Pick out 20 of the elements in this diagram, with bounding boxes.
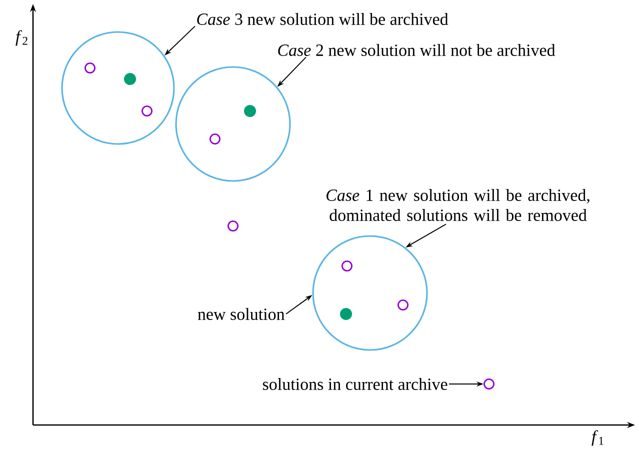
neighborhood-circle: [312, 235, 428, 351]
solution-dot: [484, 378, 494, 390]
solution-dot: [142, 106, 152, 116]
solution-dot: [84, 62, 96, 74]
neighborhood-circle: [175, 66, 291, 182]
solution-dot: [228, 220, 238, 232]
callout-text: new solution: [198, 308, 285, 320]
callout-text: Case 1 new solution will be archived, dominated solutions will be removed: [326, 189, 590, 221]
axis-label: f$_{2}$: [16, 30, 28, 46]
callout-text: Case 3 new solution will be archived: [197, 13, 448, 25]
neighborhood-circle: [61, 31, 175, 145]
solution-dot: [398, 300, 408, 310]
callout-text: Case 2 new solution will not be archived: [278, 44, 556, 56]
new-solution-dot: [340, 308, 352, 320]
axis-label: f$_{1}$: [592, 430, 604, 446]
callout-text: solutions in current archive: [262, 378, 448, 390]
solution-dot: [210, 134, 220, 144]
new-solution-dot: [124, 73, 136, 85]
new-solution-dot: [244, 105, 256, 117]
solution-dot: [342, 260, 352, 272]
